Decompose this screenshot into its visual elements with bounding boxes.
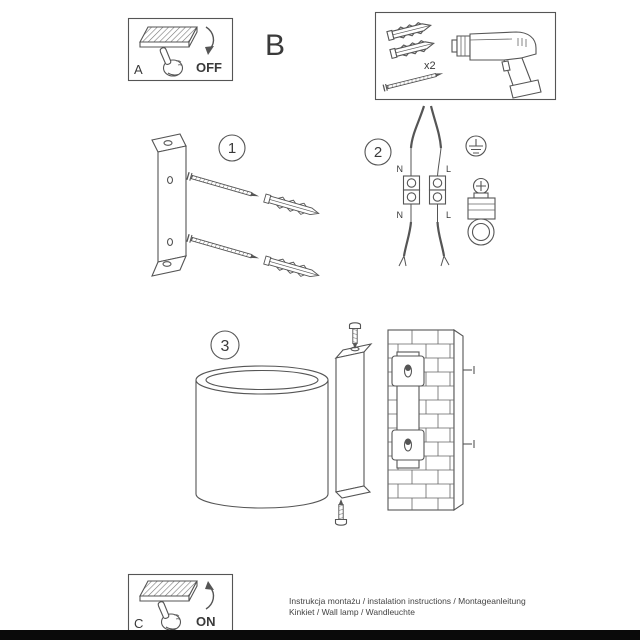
step-3: 3 bbox=[195, 322, 475, 526]
wiring-diagram: N L N L bbox=[397, 105, 451, 267]
hand-icon bbox=[157, 601, 182, 631]
step-1: 1 bbox=[151, 133, 321, 282]
footer-line-2: Kinkiet / Wall lamp / Wandleuchte bbox=[289, 607, 415, 617]
footer-line-1: Instrukcja montażu / instalation instruc… bbox=[289, 596, 526, 606]
screw-anchor-assembly bbox=[185, 169, 321, 220]
panel-a-box: OFF A bbox=[127, 17, 234, 82]
press-arrow-icon bbox=[204, 580, 215, 610]
wire-label-l-top: L bbox=[446, 164, 451, 174]
panel-b-label: B bbox=[265, 29, 285, 62]
wall-plug-icon bbox=[386, 19, 433, 42]
rocker-switch-icon bbox=[139, 26, 198, 48]
switch-state-on-label: ON bbox=[196, 614, 216, 629]
cable-clamp-connector bbox=[467, 177, 496, 246]
lamp-bracket bbox=[334, 343, 373, 499]
screw-anchor-assembly bbox=[185, 231, 321, 282]
step-2: 2 N L N L bbox=[364, 105, 496, 267]
panel-c-box: ON C bbox=[127, 573, 234, 637]
wall-plug-icon bbox=[389, 37, 436, 60]
panel-c-label: C bbox=[134, 616, 143, 631]
panel-a-label: A bbox=[134, 62, 143, 77]
anchor-count-label: x2 bbox=[424, 60, 436, 72]
press-arrow-icon bbox=[204, 26, 215, 56]
terminal-block bbox=[402, 175, 447, 205]
drill-icon bbox=[451, 31, 542, 99]
tools-box: x2 bbox=[374, 11, 557, 101]
top-fixing-screw bbox=[348, 322, 362, 350]
lamp-cylinder bbox=[195, 365, 329, 509]
wall-mount-plate bbox=[391, 351, 425, 469]
step-1-badge bbox=[218, 134, 246, 162]
footer-text: Instrukcja montażu / instalation instruc… bbox=[289, 596, 526, 617]
step-3-badge bbox=[210, 330, 240, 360]
rocker-switch-icon bbox=[139, 580, 198, 602]
switch-state-off-label: OFF bbox=[196, 60, 222, 75]
bottom-fixing-screw bbox=[334, 498, 348, 526]
step-2-badge bbox=[364, 138, 392, 166]
step-3-number: 3 bbox=[221, 338, 230, 355]
wire-label-l-bottom: L bbox=[446, 210, 451, 220]
wire-label-n-top: N bbox=[397, 164, 404, 174]
screw-icon bbox=[382, 69, 445, 93]
earth-symbol-icon bbox=[465, 135, 487, 157]
step-1-number: 1 bbox=[228, 140, 236, 157]
hand-icon bbox=[159, 47, 184, 77]
step-2-number: 2 bbox=[374, 144, 382, 161]
bottom-black-bar bbox=[0, 630, 640, 640]
wire-label-n-bottom: N bbox=[397, 210, 404, 220]
mounting-bracket bbox=[151, 133, 187, 277]
